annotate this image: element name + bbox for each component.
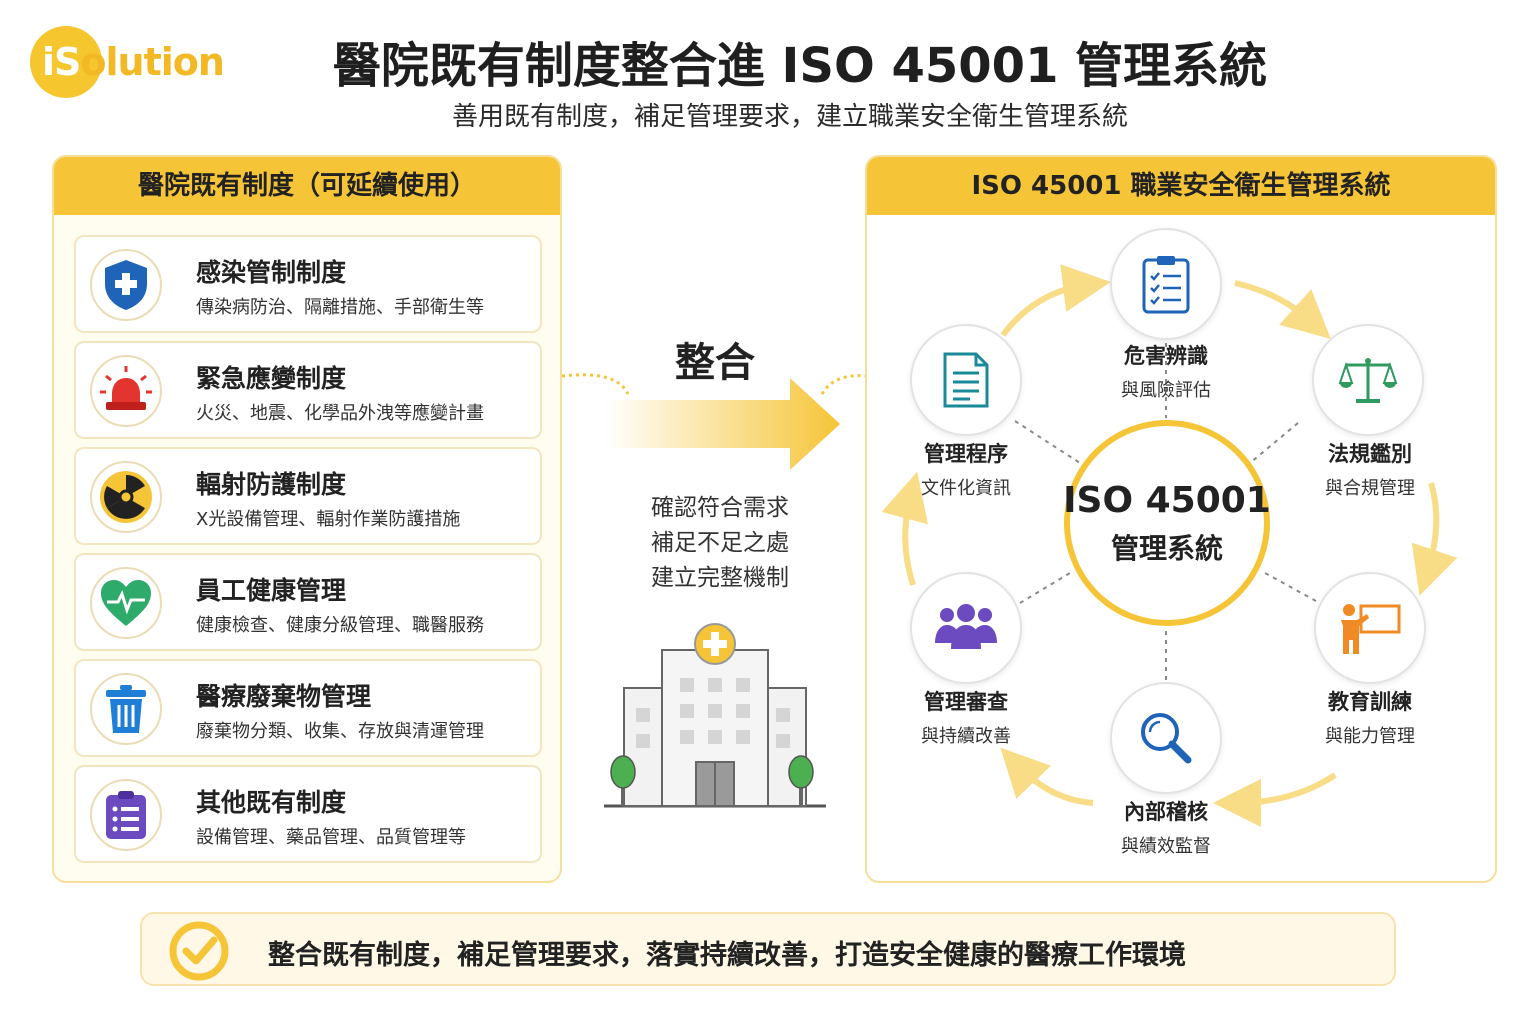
system-title: 員工健康管理 xyxy=(196,576,347,605)
node-subtitle: 與持續改善 xyxy=(921,726,1011,747)
system-desc: 健康檢查、健康分級管理、職醫服務 xyxy=(196,615,484,636)
heart-icon xyxy=(90,567,162,639)
system-title: 其他既有制度 xyxy=(196,788,347,817)
integration-step: 建立完整機制 xyxy=(651,565,789,591)
center-title: ISO 45001 xyxy=(1063,479,1271,521)
logo-text-rest: olution xyxy=(80,40,225,84)
check-circle-icon xyxy=(169,921,229,981)
node-training: 教育訓練 與能力管理 xyxy=(1290,686,1450,748)
logo-text: iSolution xyxy=(42,40,225,84)
system-title: 輻射防護制度 xyxy=(196,470,347,499)
magnifier-icon xyxy=(1110,682,1222,794)
system-title: 醫療廢棄物管理 xyxy=(196,682,372,711)
existing-systems-title: 醫院既有制度（可延續使用） xyxy=(54,157,560,215)
iso45001-panel-title: ISO 45001 職業安全衛生管理系統 xyxy=(867,157,1495,215)
node-documented-procedures: 管理程序 文件化資訊 xyxy=(886,438,1046,500)
team-icon xyxy=(910,572,1022,684)
node-hazard-identification: 危害辨識 與風險評估 xyxy=(1086,340,1246,402)
shield-icon xyxy=(90,249,162,321)
iso45001-center: ISO 45001 管理系統 xyxy=(1063,420,1271,626)
node-title: 危害辨識 xyxy=(1124,344,1208,368)
trash-icon xyxy=(90,673,162,745)
logo-circle xyxy=(30,26,102,98)
system-desc: 火災、地震、化學品外洩等應變計畫 xyxy=(196,403,484,424)
system-desc: 廢棄物分類、收集、存放與清運管理 xyxy=(196,721,484,742)
summary-text: 整合既有制度，補足管理要求，落實持續改善，打造安全健康的醫療工作環境 xyxy=(268,940,1186,971)
node-subtitle: 與合規管理 xyxy=(1325,478,1415,499)
teacher-icon xyxy=(1314,572,1426,684)
node-legal-compliance: 法規鑑別 與合規管理 xyxy=(1290,438,1450,500)
existing-systems-panel: 醫院既有制度（可延續使用） 感染管制制度 傳染病防治、隔離措施、手部衛生等 緊急… xyxy=(52,155,562,883)
system-desc: X光設備管理、輻射作業防護措施 xyxy=(196,509,461,530)
system-item-medical-waste: 醫療廢棄物管理 廢棄物分類、收集、存放與清運管理 xyxy=(74,659,542,757)
node-internal-audit: 內部稽核 與績效監督 xyxy=(1086,796,1246,858)
node-title: 管理程序 xyxy=(924,442,1008,466)
integration-step: 補足不足之處 xyxy=(651,530,789,556)
node-title: 管理審查 xyxy=(924,690,1008,714)
node-subtitle: 與風險評估 xyxy=(1121,380,1211,401)
checklist-icon xyxy=(1110,228,1222,340)
scale-icon xyxy=(1312,324,1424,436)
clipboard-icon xyxy=(90,779,162,851)
brand-logo: iSolution xyxy=(30,26,230,100)
system-item-other: 其他既有制度 設備管理、藥品管理、品質管理等 xyxy=(74,765,542,863)
hospital-icon xyxy=(604,623,826,808)
summary-banner: 整合既有制度，補足管理要求，落實持續改善，打造安全健康的醫療工作環境 xyxy=(140,912,1396,986)
node-title: 法規鑑別 xyxy=(1328,442,1412,466)
system-item-emergency-response: 緊急應變制度 火災、地震、化學品外洩等應變計畫 xyxy=(74,341,542,439)
alarm-icon xyxy=(90,355,162,427)
system-title: 緊急應變制度 xyxy=(196,364,347,393)
page-title: 醫院既有制度整合進 ISO 45001 管理系統 xyxy=(332,38,1268,94)
system-item-radiation-protection: 輻射防護制度 X光設備管理、輻射作業防護措施 xyxy=(74,447,542,545)
node-subtitle: 與能力管理 xyxy=(1325,726,1415,747)
system-desc: 設備管理、藥品管理、品質管理等 xyxy=(196,827,466,848)
document-icon xyxy=(910,324,1022,436)
integration-label: 整合 xyxy=(675,340,755,386)
node-title: 教育訓練 xyxy=(1328,690,1412,714)
node-title: 內部稽核 xyxy=(1124,800,1208,824)
center-subtitle: 管理系統 xyxy=(1110,531,1223,565)
node-subtitle: 文件化資訊 xyxy=(921,478,1011,499)
page-subtitle: 善用既有制度，補足管理要求，建立職業安全衛生管理系統 xyxy=(451,102,1128,132)
system-item-employee-health: 員工健康管理 健康檢查、健康分級管理、職醫服務 xyxy=(74,553,542,651)
system-desc: 傳染病防治、隔離措施、手部衛生等 xyxy=(196,297,484,318)
node-management-review: 管理審查 與持續改善 xyxy=(886,686,1046,748)
integration-arrow xyxy=(561,373,867,470)
radiation-icon xyxy=(90,461,162,533)
node-subtitle: 與績效監督 xyxy=(1121,836,1211,857)
system-item-infection-control: 感染管制制度 傳染病防治、隔離措施、手部衛生等 xyxy=(74,235,542,333)
pdca-cycle-connectors xyxy=(881,264,1458,827)
logo-text-i: iS xyxy=(42,40,81,84)
system-title: 感染管制制度 xyxy=(196,258,347,287)
integration-step: 確認符合需求 xyxy=(651,495,789,521)
